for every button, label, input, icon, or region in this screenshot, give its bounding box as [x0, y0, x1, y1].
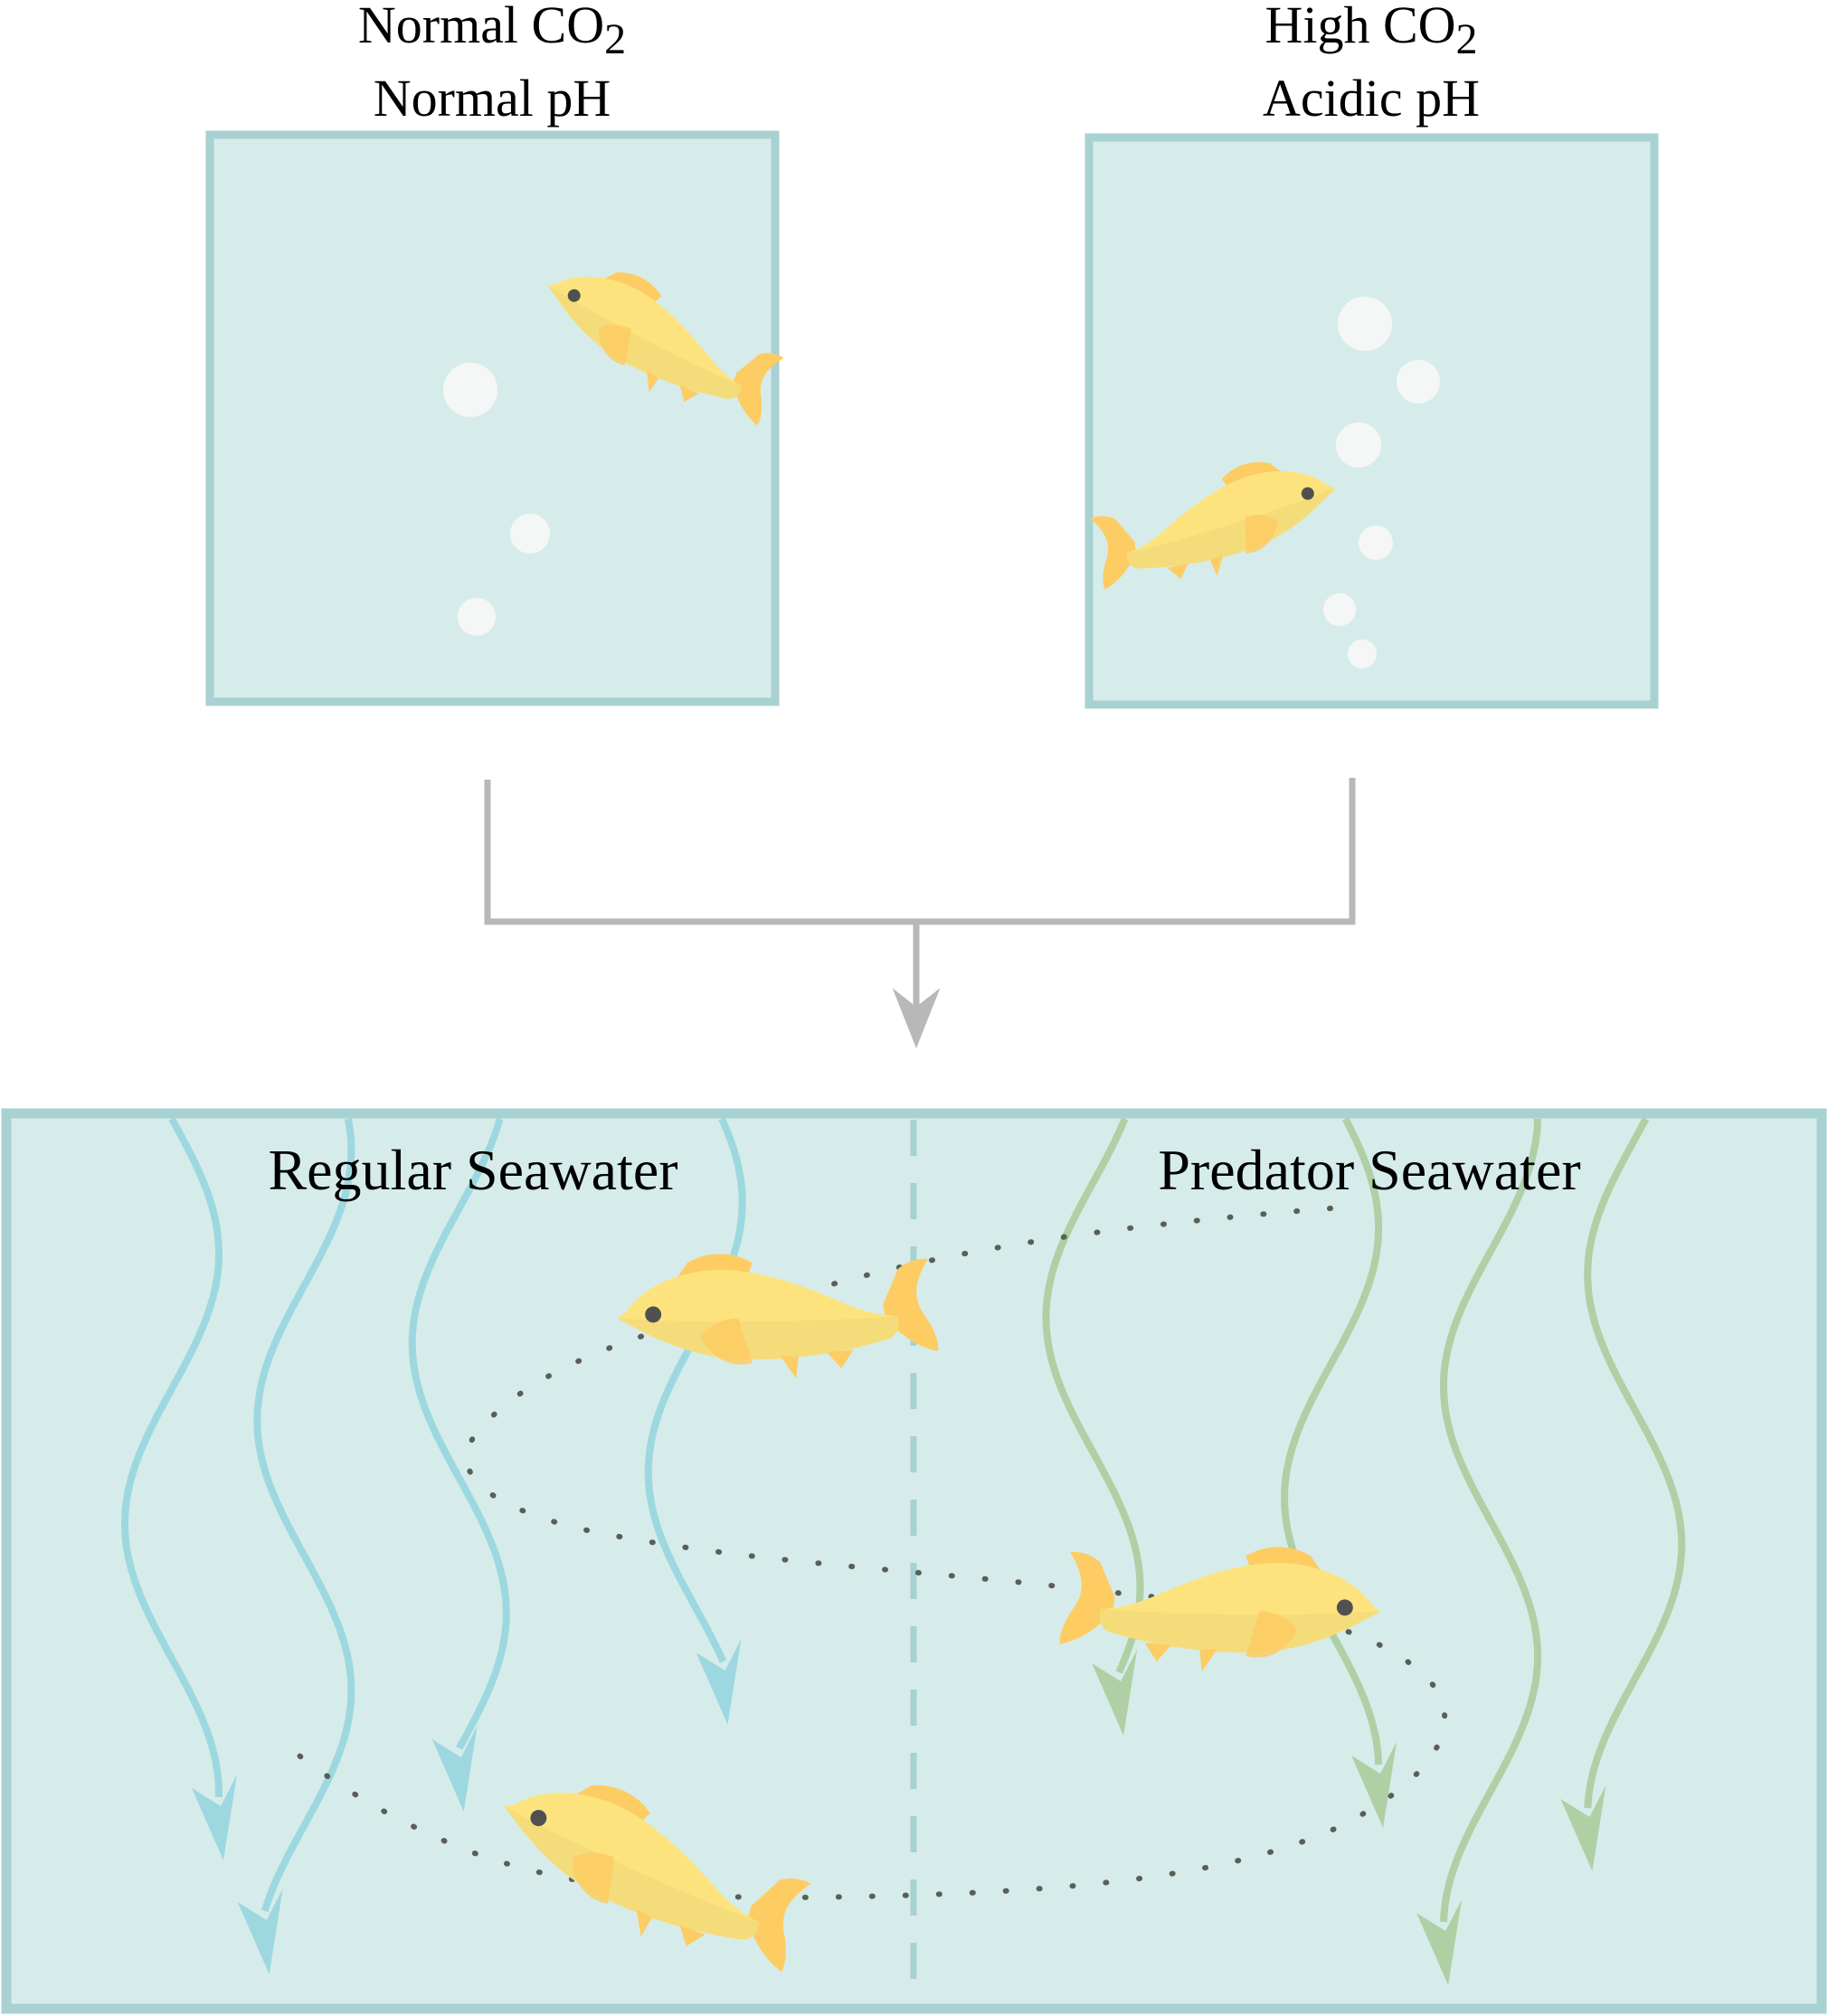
current-line [644, 1117, 746, 1663]
current-arrowhead-icon [1351, 1742, 1397, 1828]
current-arrowhead-icon [237, 1888, 283, 1974]
current-line [121, 1117, 223, 1797]
normal-tank-bubbles [443, 363, 550, 636]
predator-seawater-label: Predator Seawater [1158, 1138, 1580, 1202]
current-line [253, 1118, 355, 1913]
current-line [1281, 1117, 1383, 1765]
current-line [1439, 1118, 1542, 1923]
high-co2-tank [1084, 133, 1659, 709]
current-line [408, 1117, 510, 1750]
left-panel-title-line2: Normal pH [374, 69, 611, 128]
left-panel-title-line1: Normal CO2 [358, 0, 626, 63]
current-arrowhead-icon [1416, 1899, 1463, 1985]
current-line [1042, 1117, 1144, 1674]
current-arrowhead-icon [431, 1726, 478, 1812]
current-arrowhead-icon [1560, 1785, 1606, 1871]
merge-connector-arrow [484, 778, 1356, 1049]
current-arrowhead-icon [192, 1775, 237, 1860]
regular-seawater-label: Regular Seawater [268, 1138, 677, 1202]
current-arrowhead-icon [696, 1639, 742, 1725]
right-panel-title-line1: High CO2 [1264, 0, 1477, 63]
current-arrowhead-icon [1092, 1650, 1138, 1736]
right-panel-title-line2: Acidic pH [1263, 69, 1480, 128]
water-currents [121, 1117, 1686, 1985]
high-co2-tank-bubbles [1323, 297, 1440, 668]
current-line [1584, 1117, 1686, 1809]
